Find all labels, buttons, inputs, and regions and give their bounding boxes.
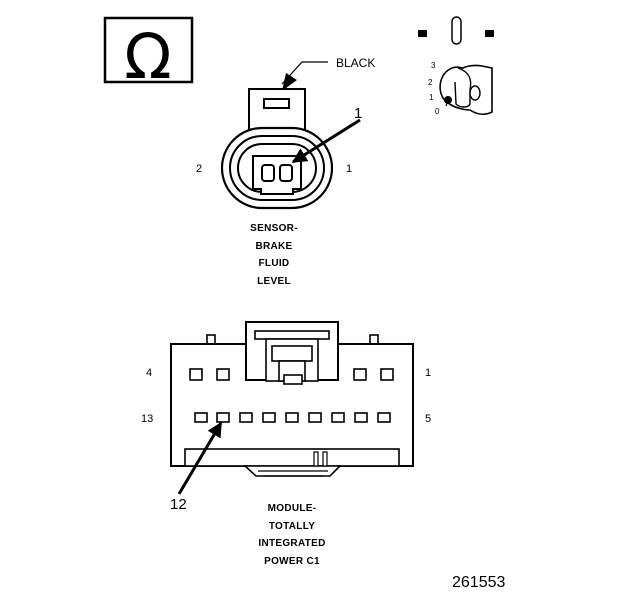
module-row2-right-label: 5 (425, 413, 432, 425)
module-caption-line: INTEGRATED (258, 538, 326, 549)
module-top-tab-left (206, 334, 216, 345)
key-detail (418, 16, 494, 115)
key-slot-icon (451, 16, 462, 45)
key-blade-icon (454, 67, 472, 108)
sensor-housing-middle (229, 135, 325, 201)
module-bottom-strip (184, 448, 400, 467)
callout-12-label: 12 (170, 496, 187, 513)
sensor-pin-1-label: 1 (346, 163, 353, 175)
module-caption-line: TOTALLY (268, 520, 316, 532)
module-connector (170, 321, 414, 495)
black-callout-arrow-icon (282, 73, 297, 91)
key-position-1: 1 (429, 93, 434, 102)
key-position-2: 2 (428, 78, 433, 87)
key-head-icon (439, 64, 493, 115)
module-caption: MODULE- TOTALLY INTEGRATED POWER C1 (232, 500, 352, 570)
callout-12-leader (177, 421, 223, 495)
module-latch-tab (283, 374, 303, 385)
key-dash-left-icon (418, 30, 427, 37)
sensor-caption-line: BRAKE (255, 240, 293, 252)
sensor-terminal-1 (279, 164, 293, 182)
module-caption-line: POWER C1 (264, 555, 320, 567)
sensor-caption-line: FLUID (258, 258, 290, 269)
ohm-symbol-box: Ω (103, 16, 194, 93)
sensor-caption: SENSOR- BRAKE FLUID LEVEL (224, 220, 324, 290)
module-row1-left-label: 4 (146, 367, 153, 379)
sensor-caption-line: SENSOR- (250, 223, 298, 234)
sensor-pin-2-label: 2 (196, 163, 203, 175)
module-caption-line: MODULE- (267, 503, 317, 514)
black-color-label: BLACK (336, 56, 376, 70)
figure-number: 261553 (452, 574, 506, 591)
module-row1-terminals (189, 368, 394, 381)
module-top-tab-right (369, 334, 379, 345)
callout-1-leader (291, 118, 361, 164)
sensor-caption-line: LEVEL (257, 275, 291, 287)
key-position-0: 0 (435, 107, 440, 116)
key-dash-right-icon (485, 30, 494, 37)
callout-1-label: 1 (354, 105, 363, 122)
module-row2-left-label: 13 (141, 413, 154, 425)
ohm-icon: Ω (124, 20, 171, 93)
module-latch-inner (254, 330, 330, 340)
sensor-latch-slot (263, 98, 290, 109)
sensor-latch-tab (248, 88, 306, 133)
sensor-terminal-2 (261, 164, 275, 182)
sensor-connector (220, 61, 361, 210)
key-hole-icon (469, 85, 481, 101)
module-row2-terminals (194, 412, 391, 423)
key-position-3: 3 (431, 61, 436, 70)
module-row1-right-label: 1 (425, 367, 432, 379)
